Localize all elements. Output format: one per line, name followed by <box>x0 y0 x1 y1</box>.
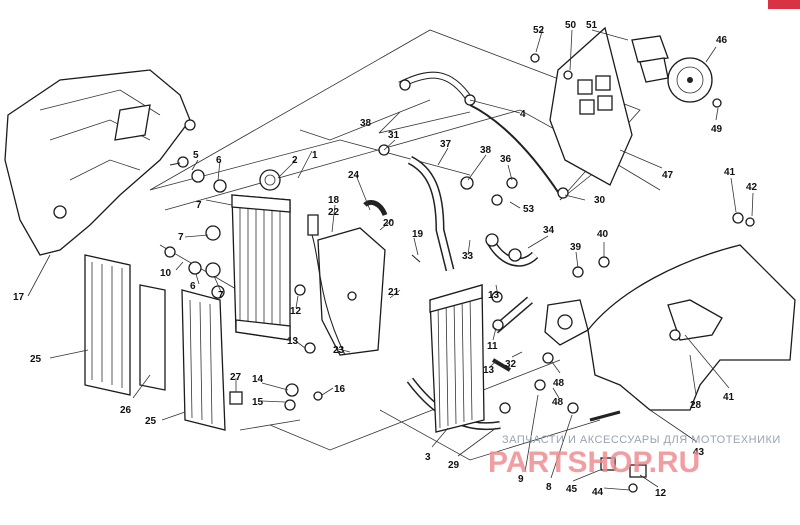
callout-9: 9 <box>518 474 524 485</box>
callout-16: 16 <box>334 384 346 395</box>
corner-badge <box>768 0 800 9</box>
callout-34: 34 <box>543 225 555 236</box>
callout-12b: 12 <box>655 488 667 499</box>
callout-25b: 25 <box>145 416 157 427</box>
callout-50: 50 <box>565 20 577 31</box>
callout-26: 26 <box>120 405 132 416</box>
callout-numbers: 1 2 3 4 5 6 7 7 7 6 8 9 10 11 12 12 13 1… <box>13 20 758 499</box>
right-shroud <box>587 244 796 411</box>
callout-19: 19 <box>412 229 424 240</box>
watermark-brand: PARTSHOP.RU <box>488 446 700 479</box>
right-radiator <box>429 284 485 433</box>
callout-3: 3 <box>425 452 431 463</box>
callout-38b: 38 <box>480 145 492 156</box>
callout-13c: 13 <box>483 365 495 376</box>
callout-37: 37 <box>440 139 452 150</box>
left-radiator <box>231 169 291 341</box>
expansion-tank <box>307 214 386 356</box>
callout-28: 28 <box>690 400 702 411</box>
callout-12: 12 <box>290 306 302 317</box>
callout-7: 7 <box>196 200 202 211</box>
callout-43: 43 <box>693 447 705 458</box>
callout-1: 1 <box>312 150 318 161</box>
callout-25: 25 <box>30 354 42 365</box>
left-shroud <box>4 69 196 256</box>
callout-8: 8 <box>546 482 552 493</box>
callout-41: 41 <box>724 167 736 178</box>
callout-2: 2 <box>292 155 298 166</box>
callout-21: 21 <box>388 287 400 298</box>
callout-45: 45 <box>566 484 578 495</box>
callout-42: 42 <box>746 182 758 193</box>
callout-15: 15 <box>252 397 264 408</box>
callout-5: 5 <box>193 150 199 161</box>
callout-46: 46 <box>716 35 728 46</box>
callout-11: 11 <box>487 341 498 352</box>
callout-49: 49 <box>711 124 723 135</box>
hardware-fasteners <box>164 53 755 493</box>
callout-39: 39 <box>570 242 582 253</box>
callout-7b: 7 <box>178 232 184 243</box>
callout-6b: 6 <box>190 281 196 292</box>
callout-leaders <box>27 27 754 491</box>
callout-27: 27 <box>230 372 242 383</box>
callout-53: 53 <box>523 204 535 215</box>
callout-51: 51 <box>586 20 598 31</box>
callout-18: 18 <box>328 195 340 206</box>
callout-13b: 13 <box>488 290 500 301</box>
left-grille <box>84 254 226 431</box>
callout-22: 22 <box>328 207 340 218</box>
callout-32: 32 <box>505 359 517 370</box>
watermark: ЗАПЧАСТИ И АКСЕССУАРЫ ДЛЯ МОТОТЕХНИКИ PA… <box>488 434 781 479</box>
callout-48: 48 <box>553 378 565 389</box>
callout-24: 24 <box>348 170 360 181</box>
callout-38: 38 <box>360 118 372 129</box>
callout-33: 33 <box>462 251 474 262</box>
callout-48b: 48 <box>552 397 564 408</box>
callout-44: 44 <box>592 487 604 498</box>
callout-52: 52 <box>533 25 545 36</box>
fan-cover <box>549 26 633 186</box>
callout-4: 4 <box>520 109 526 120</box>
callout-6: 6 <box>216 155 222 166</box>
callout-7c: 7 <box>218 290 224 301</box>
callout-29: 29 <box>448 460 460 471</box>
water-pump <box>544 299 589 346</box>
callout-20: 20 <box>383 218 395 229</box>
callout-17: 17 <box>13 292 25 303</box>
watermark-caption: ЗАПЧАСТИ И АКСЕССУАРЫ ДЛЯ МОТОТЕХНИКИ <box>502 434 781 446</box>
callout-10: 10 <box>160 268 172 279</box>
callout-30: 30 <box>594 195 606 206</box>
callout-47: 47 <box>662 170 674 181</box>
callout-14: 14 <box>252 374 264 385</box>
callout-31: 31 <box>388 130 400 141</box>
callout-23: 23 <box>333 345 345 356</box>
callout-41b: 41 <box>723 392 735 403</box>
callout-13: 13 <box>287 336 299 347</box>
callout-40: 40 <box>597 229 609 240</box>
fan-assembly <box>631 35 713 103</box>
callout-36: 36 <box>500 154 512 165</box>
